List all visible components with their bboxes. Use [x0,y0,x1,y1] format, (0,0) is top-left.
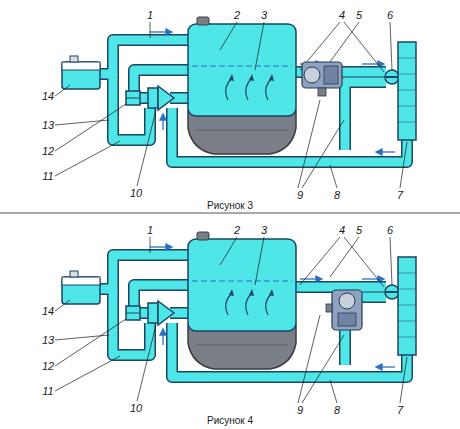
callout-number: 10 [129,403,143,414]
callout-number: 10 [129,188,143,199]
callout-number: 7 [396,405,404,416]
callout-number: 12 [41,146,55,157]
callout-number: 6 [386,225,394,236]
callout-number: 3 [260,225,268,236]
callout-number: 13 [41,335,55,346]
callout-number: 3 [260,10,268,21]
callout-number: 11 [41,386,54,397]
figure-caption: Рисунок 4 [206,416,254,426]
callout-number: 2 [233,225,241,236]
compressor-fig4 [326,290,362,330]
figure-caption: Рисунок 3 [206,201,254,211]
callout-number: 1 [146,10,154,21]
callout-number: 5 [355,10,363,21]
callout-number: 6 [386,10,394,21]
compressor-fig3 [302,62,342,96]
callout-number: 5 [355,225,363,236]
callout-number: 2 [233,10,241,21]
callout-number: 7 [396,190,404,201]
callout-number: 14 [41,91,55,102]
callout-number: 4 [338,10,346,21]
callout-number: 8 [333,190,341,201]
callout-number: 9 [296,405,304,416]
callout-number: 8 [333,405,341,416]
callout-number: 11 [41,171,54,182]
callout-number: 12 [41,361,55,372]
callout-number: 9 [296,190,304,201]
callout-number: 1 [146,225,154,236]
callout-number: 13 [41,120,55,131]
callout-number: 14 [41,306,55,317]
callout-number: 4 [338,225,346,236]
